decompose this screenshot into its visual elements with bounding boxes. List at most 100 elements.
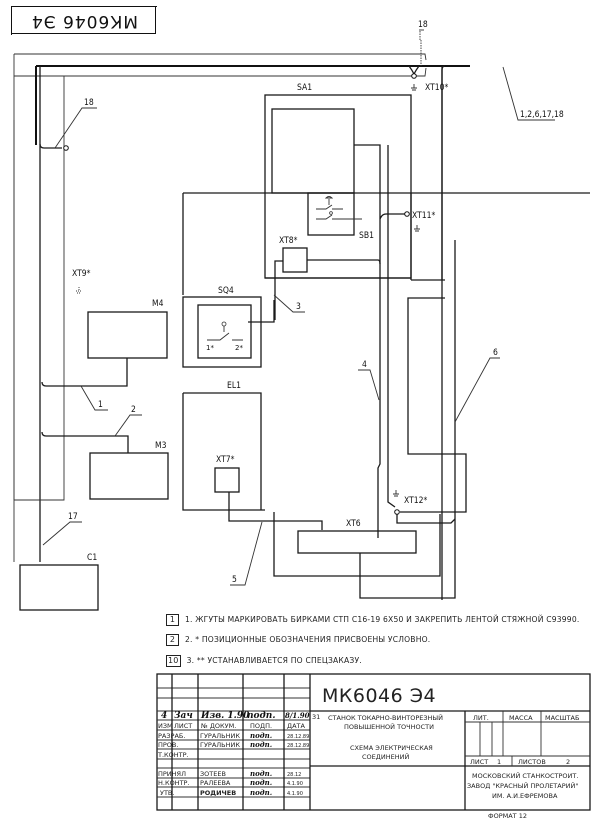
title-format: ФОРМАТ 12 — [488, 812, 527, 820]
wire-label-5: 5 — [232, 575, 237, 585]
role-date: 4.1.90 — [287, 791, 303, 797]
xt10-terminal — [411, 73, 417, 79]
hdr-doc: № ДОКУМ. — [200, 722, 236, 730]
title-org-line2: ЗАВОД "КРАСНЫЙ ПРОЛЕТАРИЙ" — [467, 781, 578, 790]
panel-left-bottom — [182, 393, 265, 511]
wire-18-left-leader — [54, 107, 97, 149]
role-date: 28.12 — [287, 772, 301, 778]
sq4-wire — [248, 300, 275, 323]
xt11-terminal — [404, 211, 410, 217]
role-label: УТВ. — [160, 789, 174, 797]
xt8-terminal-block — [274, 247, 381, 320]
role-sign: подп. — [250, 769, 272, 778]
xt8-wire-right — [307, 259, 381, 265]
sq4-outer-box — [182, 296, 262, 368]
label-m4: M4 — [152, 299, 164, 309]
role-label: РАЗРАБ. — [158, 732, 185, 740]
wire-label-1: 1 — [98, 400, 103, 410]
title-mass-label: МАССА — [509, 714, 533, 722]
role-sign: подп. — [250, 731, 272, 740]
el1-lamp — [183, 392, 323, 530]
role-label: Н.КОНТР. — [158, 779, 190, 787]
wire-5-leader — [230, 521, 263, 586]
wire-17-leader — [42, 521, 82, 546]
xt8-box — [282, 247, 308, 273]
label-sq4-pin2: 2* — [235, 344, 243, 352]
label-xt12: XT12* — [404, 496, 427, 506]
role-date: 28.12.89 — [287, 743, 309, 749]
note-text: 3. ** УСТАНАВЛИВАЕТСЯ ПО СПЕЦЗАКАЗУ. — [186, 656, 362, 665]
role-date: 4.1.90 — [287, 781, 303, 787]
label-xt7: XT7* — [216, 455, 235, 465]
wire-4 — [377, 300, 381, 538]
title-org-line3: ИМ. А.И.ЕФРЕМОВА — [492, 792, 558, 800]
sq4-actuator-icon — [221, 321, 227, 327]
wire-2-leader — [114, 414, 142, 437]
sa1-region — [264, 94, 412, 300]
ground-icon-xt11 — [414, 225, 420, 232]
label-sa1: SA1 — [297, 83, 312, 93]
role-name: ЗОТЕЕВ — [200, 770, 226, 778]
sb1-contact-1 — [316, 204, 343, 210]
c1-box — [19, 564, 99, 611]
role-name: РОДИЧЕВ — [200, 789, 236, 797]
label-xt10: XT10* — [425, 83, 448, 93]
label-xt11: XT11* — [412, 211, 435, 221]
sq4-contact — [207, 332, 243, 341]
title-lit-label: ЛИТ. — [473, 714, 489, 722]
ground-icon-xt12 — [393, 490, 399, 497]
xt9-branch — [39, 143, 45, 149]
label-m3: M3 — [155, 441, 167, 451]
hdr-date: ДАТА — [287, 722, 305, 730]
sb1-switch — [307, 192, 410, 236]
wire-label-17: 17 — [68, 512, 78, 522]
title-doc-line1: СХЕМА ЭЛЕКТРИЧЕСКАЯ — [350, 744, 433, 752]
wire-6-loop — [400, 297, 467, 513]
sb1-box — [307, 192, 355, 236]
wire-18-top-leader — [419, 30, 422, 66]
xt9-terminal — [63, 145, 69, 151]
note-marker: 1 — [166, 614, 179, 626]
wire-label-18-top: 18 — [418, 20, 428, 30]
title-sheet-label: ЛИСТ — [470, 758, 488, 766]
wire-label-6: 6 — [493, 348, 498, 358]
note-text: 1. ЖГУТЫ МАРКИРОВАТЬ БИРКАМИ СТП С16-19 … — [185, 615, 580, 624]
title-block — [156, 673, 591, 811]
title-product-line1: СТАНОК ТОКАРНО-ВИНТОРЕЗНЫЙ — [328, 713, 443, 722]
note-marker: 2 — [166, 634, 179, 646]
hdr-izm: ИЗМ — [158, 722, 173, 730]
wire-label-2: 2 — [131, 405, 136, 415]
roles-list: РАЗРАБ. ГУРАЛЬНИК подп. 28.12.89 ПРОВ. Г… — [157, 731, 309, 797]
wire-1 — [41, 358, 128, 387]
role-sign: подп. — [250, 778, 272, 787]
label-xt9: XT9* — [72, 269, 91, 279]
drawing-stamp-frame — [11, 6, 156, 34]
m3-motor — [41, 431, 169, 500]
role-sign: подп. — [250, 788, 272, 797]
role-sign: подп. — [250, 740, 272, 749]
title-block-frame — [156, 673, 591, 811]
xt8-wire-down — [274, 260, 283, 320]
role-name: ГУРАЛЬНИК — [200, 741, 240, 749]
title-sheets-value: 2 — [566, 758, 570, 766]
rev-list: Зач — [174, 711, 193, 721]
ground-icon-xt9 — [76, 287, 82, 294]
el1-box — [183, 392, 262, 510]
xt11-wire — [379, 213, 405, 220]
sa1-wire — [354, 144, 381, 300]
xt7-box — [214, 467, 240, 493]
sb1-contact-node — [329, 211, 333, 215]
hdr-list: ЛИСТ — [174, 722, 192, 730]
rev-sign: подп. — [247, 711, 275, 721]
wire-4-companion — [387, 145, 396, 508]
title-scale-label: МАСШТАБ — [545, 714, 579, 722]
label-el1: EL1 — [227, 381, 241, 391]
title-designation: МК6046 Э4 — [322, 685, 436, 707]
label-sq4-pin1: 1* — [206, 344, 214, 352]
rev-izm: 4 — [161, 711, 167, 721]
bundle-leader — [502, 66, 555, 121]
wire-label-18-left: 18 — [84, 98, 94, 108]
role-label: Т.КОНТР. — [157, 751, 189, 759]
note-item: 1 1. ЖГУТЫ МАРКИРОВАТЬ БИРКАМИ СТП С16-19… — [166, 614, 580, 626]
